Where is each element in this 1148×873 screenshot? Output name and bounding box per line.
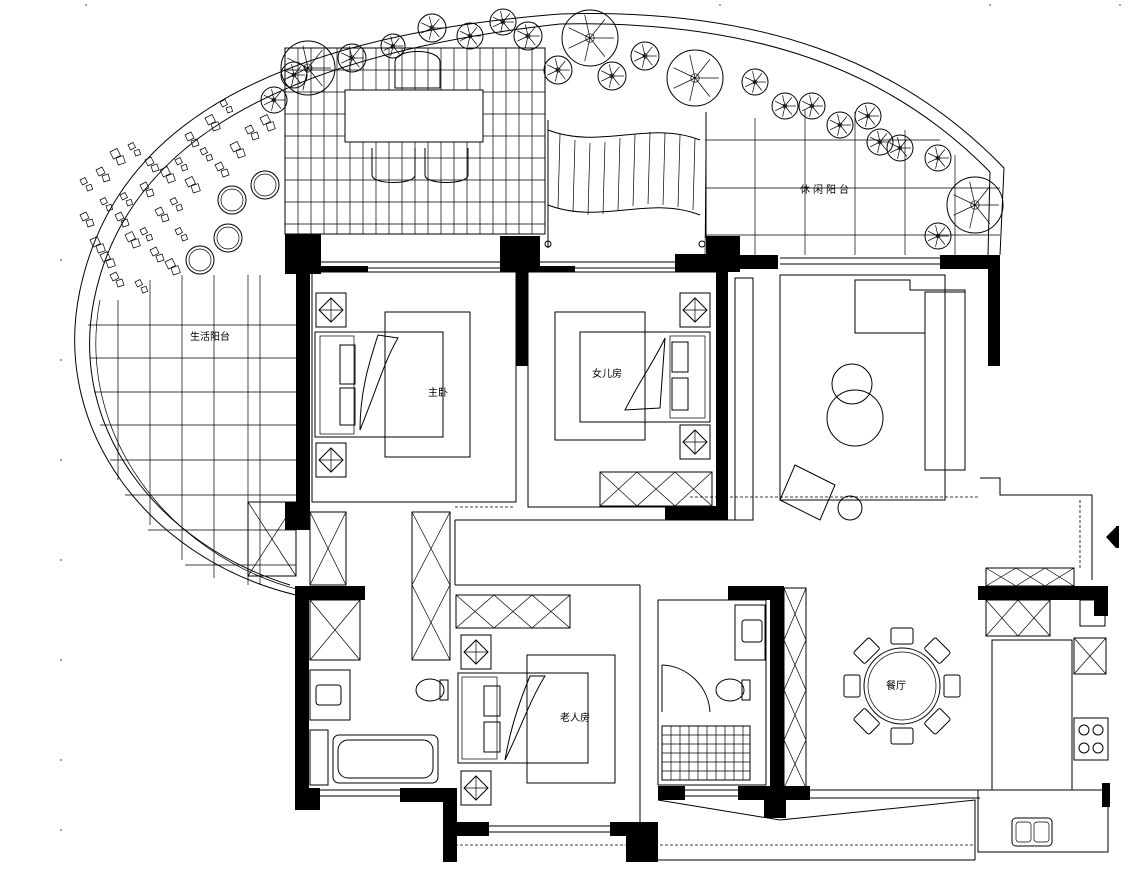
nightstand-lamp-icon: [460, 634, 492, 670]
garden-steps: [544, 120, 706, 248]
dining-chair-icon: [890, 627, 914, 645]
nightstand-lamp-icon: [679, 292, 711, 328]
bed-icon-master: [314, 331, 444, 438]
tree-icon: [866, 128, 894, 156]
tree-icon: [924, 144, 952, 172]
tree-icon: [417, 13, 447, 43]
shrub-icon: [259, 114, 276, 132]
nightstand-lamp-icon: [679, 424, 711, 460]
tree-icon: [280, 61, 308, 89]
living-balcony-grid: [88, 275, 297, 585]
shrub-icon: [149, 246, 165, 263]
shrub-icon: [79, 211, 95, 228]
room-label-living-balcony: 生活阳台: [190, 330, 230, 343]
tree-icon: [946, 176, 1004, 234]
shrub-icon: [134, 279, 149, 294]
edge-ticks: [60, 4, 1121, 831]
tree-icon: [886, 134, 914, 162]
shrub-icon: [139, 181, 155, 198]
room-label-daughter-room: 女儿房: [592, 367, 622, 380]
bed-icon-daughter: [579, 331, 711, 423]
tree-icon: [666, 49, 724, 107]
room-label-dining-room: 餐厅: [886, 679, 906, 692]
tree-icon: [741, 68, 769, 96]
shrub-icon: [154, 206, 170, 223]
tree-icon: [337, 43, 367, 73]
shrub-icon: [99, 197, 114, 212]
shrub-icon: [109, 271, 125, 288]
dining-chair-icon: [924, 637, 951, 664]
dining-chair-icon: [853, 637, 880, 664]
shrub-icon: [159, 166, 176, 184]
room-label-leisure-balcony: 休闲阳台: [800, 183, 852, 196]
shrub-icon: [79, 177, 94, 192]
tree-icon: [380, 33, 406, 59]
tree-icon: [456, 22, 484, 50]
shrub-icon: [169, 197, 184, 212]
shrub-icon: [127, 142, 142, 157]
tree-icon: [260, 86, 288, 114]
shrub-icon: [99, 251, 116, 269]
dining-chair-icon: [853, 708, 880, 735]
shrub-icon: [144, 156, 160, 173]
shrub-icon: [184, 131, 200, 148]
entry-arrow-icon: [1106, 526, 1119, 548]
trees: [260, 8, 1004, 250]
terrace-decking: [284, 47, 546, 235]
shrubs: [79, 99, 276, 294]
nightstands: [315, 292, 711, 806]
tree-icon: [630, 41, 660, 71]
bed-icon-elder: [457, 672, 589, 764]
shrub-icon: [199, 147, 214, 162]
shrub-icon: [174, 157, 189, 172]
tree-icon: [771, 92, 799, 120]
shrub-icon: [164, 258, 181, 276]
shrub-icon: [95, 166, 111, 183]
shrub-icon: [204, 114, 221, 132]
shrub-icon: [89, 236, 106, 254]
dining-chair-icon: [843, 674, 861, 698]
shrub-icon: [109, 148, 126, 166]
tree-icon: [597, 61, 627, 91]
tree-icon: [280, 40, 336, 96]
dining-chair-icon: [924, 708, 951, 735]
interior-lines: [309, 257, 1109, 861]
room-label-elder-room: 老人房: [560, 711, 590, 724]
tree-icon: [513, 21, 543, 51]
nightstand-lamp-icon: [460, 770, 492, 806]
toilet-icon: [415, 678, 751, 702]
shrub-icon: [244, 124, 260, 141]
shrub-icon: [184, 176, 201, 194]
tree-icon: [826, 111, 854, 139]
shrub-icon: [219, 99, 234, 114]
shrub-icon: [139, 227, 154, 242]
shrub-icon: [174, 227, 189, 242]
leisure-balcony-grid: [704, 110, 1000, 256]
dining-chair-icon: [943, 674, 961, 698]
tree-icon: [924, 222, 952, 250]
stove-icon: [1078, 724, 1104, 754]
tree-icon: [798, 92, 826, 120]
tree-icon: [854, 102, 882, 130]
nightstand-lamp-icon: [315, 442, 347, 478]
room-label-master-bedroom: 主卧: [428, 386, 448, 399]
shrub-icon: [114, 211, 130, 228]
shrub-icon: [124, 231, 141, 249]
shrub-icon: [214, 161, 230, 178]
nightstand-lamp-icon: [315, 292, 347, 328]
dining-chair-icon: [890, 727, 914, 745]
tree-icon: [561, 9, 619, 67]
planter-rings: [185, 170, 280, 275]
tree-icon: [543, 55, 573, 85]
sink-icon: [315, 619, 763, 706]
tree-icon: [489, 8, 517, 36]
dining-table-icon: [843, 627, 961, 745]
structural-walls: [285, 234, 1110, 862]
shrub-icon: [229, 141, 246, 159]
shrub-icon: [119, 192, 134, 207]
